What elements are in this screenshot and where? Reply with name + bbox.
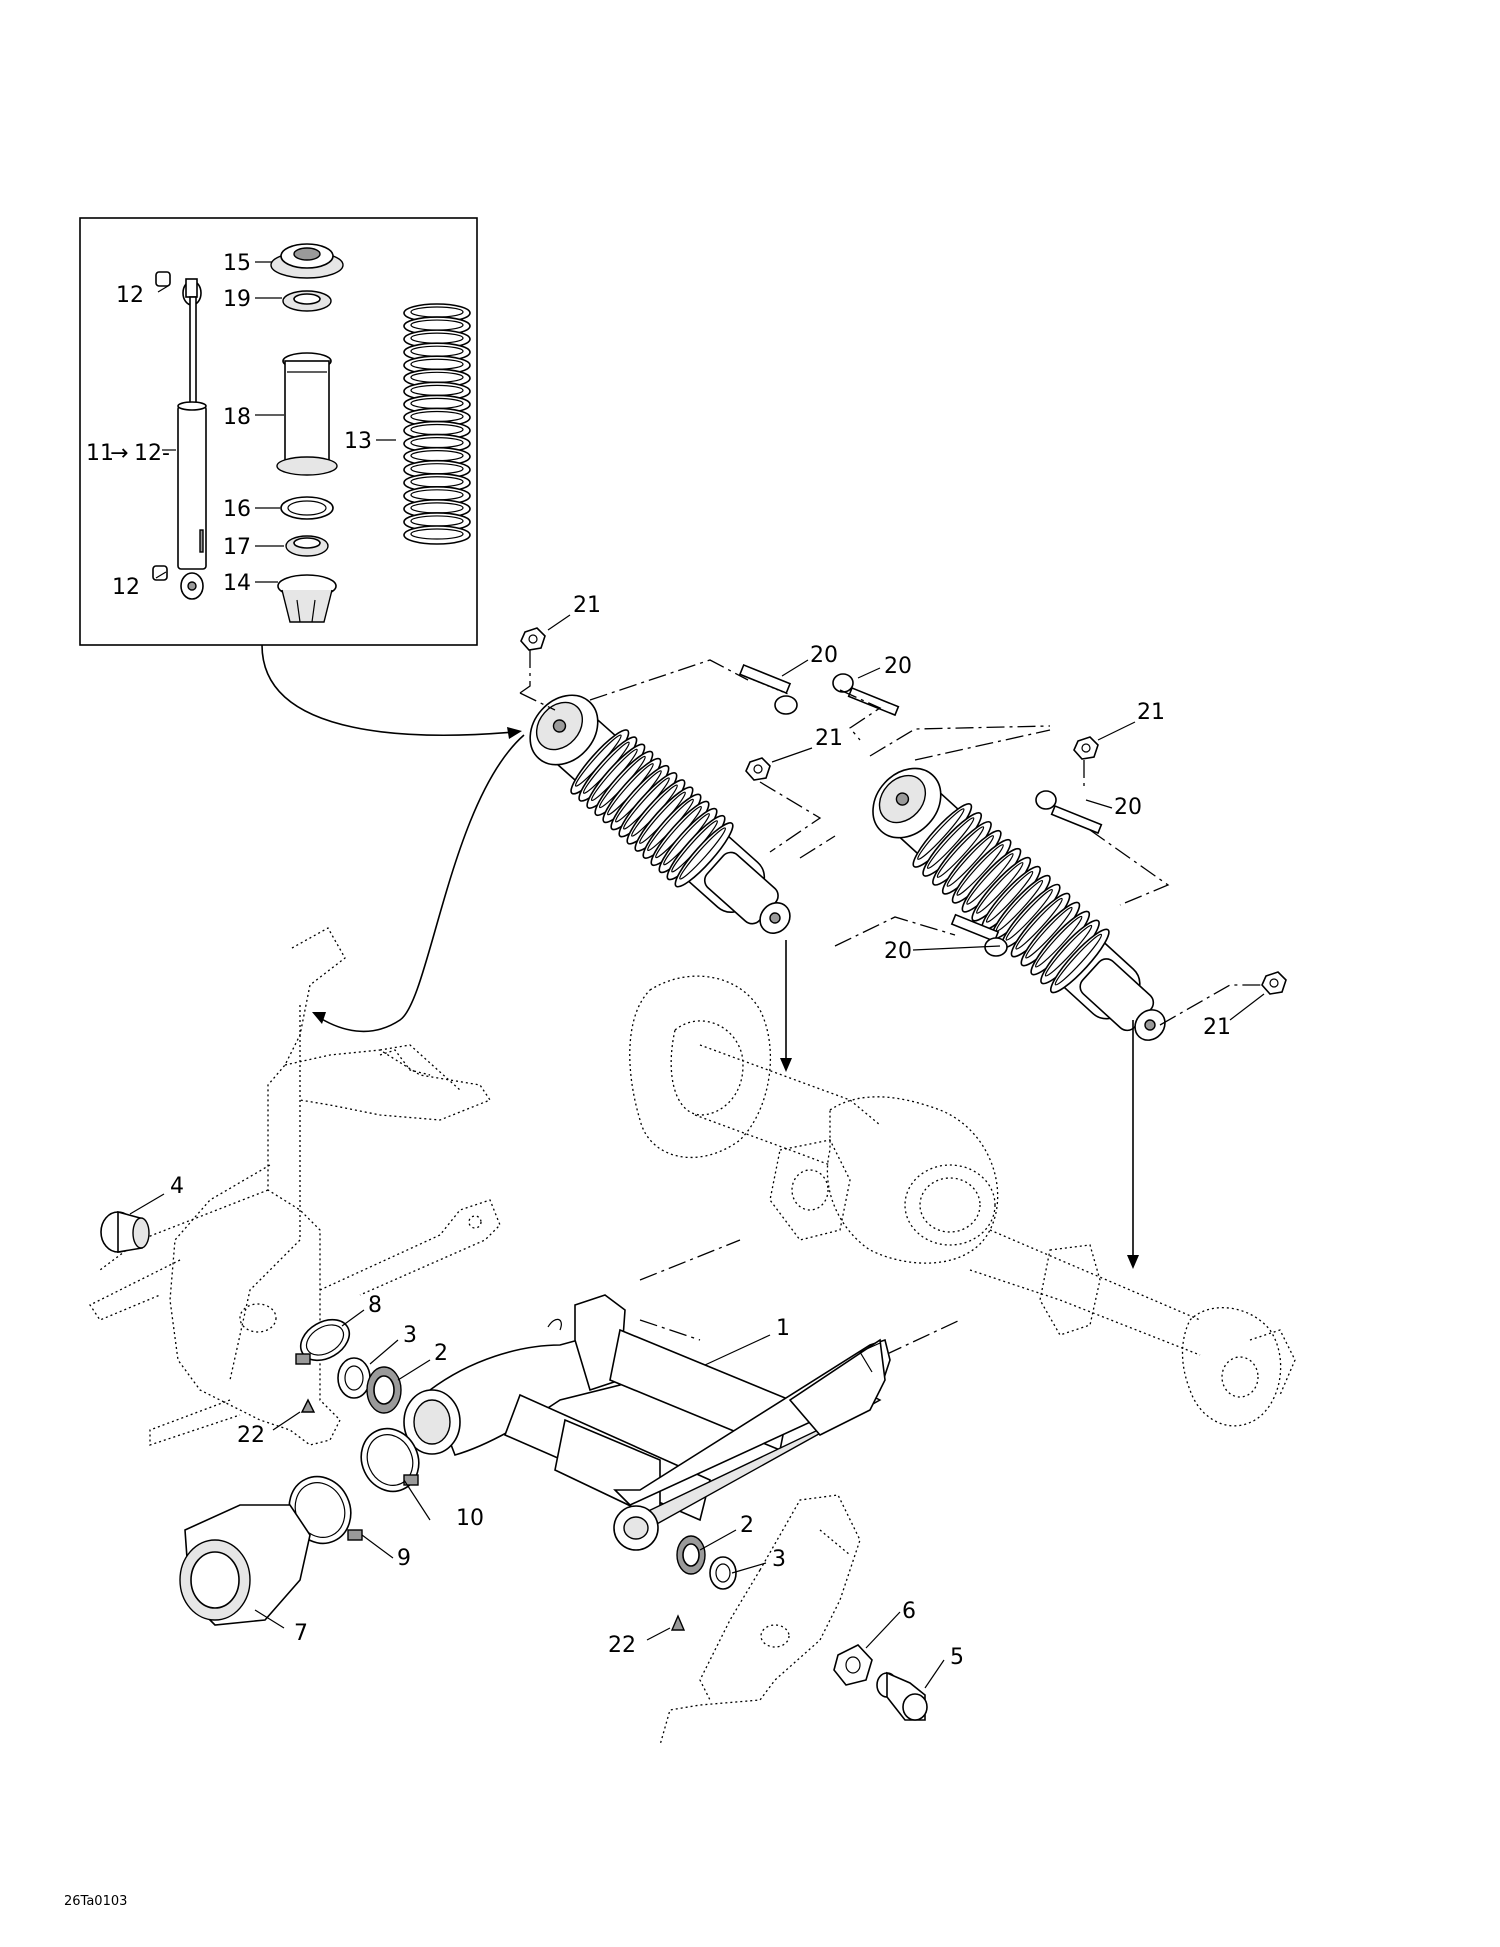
bolt-20-c	[1035, 790, 1103, 835]
damper-body-part	[177, 278, 207, 600]
callout-1: 1	[776, 1316, 790, 1341]
cap-4	[100, 1210, 150, 1253]
inset-shock-breakdown	[79, 217, 478, 646]
diagram-code: 26Ta0103	[64, 1894, 127, 1909]
callout-9: 9	[397, 1546, 411, 1571]
keeper-19	[282, 290, 332, 312]
callout-12: 12	[112, 575, 140, 600]
leader-lines	[129, 261, 1265, 1689]
arrow-head	[780, 1058, 792, 1072]
callout-12: 12-	[134, 441, 170, 466]
callout-21: 21	[1203, 1015, 1231, 1040]
nut-21-d	[1261, 971, 1287, 995]
arrow-glyph: →	[110, 441, 128, 466]
callout-16: 16	[223, 497, 251, 522]
callout-21: 21	[573, 593, 601, 618]
callout-22: 22	[237, 1423, 265, 1448]
callout-12: 12	[116, 283, 144, 308]
callout-20: 20	[1114, 795, 1142, 820]
callout-15: 15	[223, 251, 251, 276]
callout-8: 8	[368, 1293, 382, 1318]
grease-fitting-22-a	[300, 1398, 316, 1413]
vehicle-frame	[89, 927, 861, 1746]
clamp-8	[295, 1318, 351, 1365]
spring-retainer-15	[270, 243, 344, 279]
bolt-20-b	[832, 673, 900, 717]
nut-21-a	[520, 627, 546, 651]
callout-7: 7	[294, 1621, 308, 1646]
washer-6	[833, 1644, 873, 1686]
bearing-2-b	[676, 1535, 706, 1575]
washer-3-b	[709, 1556, 737, 1590]
swing-arm-1	[403, 1294, 891, 1551]
arrow-head	[312, 1012, 326, 1024]
callout-19: 19	[223, 287, 251, 312]
callout-2: 2	[434, 1341, 448, 1366]
washer-3-a	[337, 1357, 371, 1399]
callout-6: 6	[902, 1599, 916, 1624]
callout-3: 3	[772, 1547, 786, 1572]
callout-11: 11	[86, 441, 114, 466]
alignment-lines	[519, 650, 1262, 1356]
collar-17	[285, 535, 329, 557]
bushing-5	[876, 1671, 928, 1721]
bump-sleeve-18	[276, 352, 338, 476]
callout-17: 17	[223, 535, 251, 560]
bolt-12-bottom	[152, 565, 168, 581]
coil-spring-13	[403, 303, 471, 545]
callout-20: 20	[884, 654, 912, 679]
nut-21-b	[745, 757, 771, 781]
callout-3: 3	[403, 1323, 417, 1348]
nut-21-c	[1073, 736, 1099, 760]
grease-fitting-22-b	[670, 1614, 686, 1631]
callout-13: 13	[344, 429, 372, 454]
callout-5: 5	[950, 1645, 964, 1670]
bolt-12-top	[155, 271, 171, 287]
inset-frame	[79, 217, 478, 646]
bolt-20-d	[950, 913, 1008, 957]
callout-18: 18	[223, 405, 251, 430]
spring-seat-14	[277, 574, 337, 623]
arrow-head	[507, 727, 522, 739]
callout-10: 10	[456, 1506, 484, 1531]
callout-20: 20	[884, 939, 912, 964]
clamp-10	[360, 1427, 420, 1493]
ring-16	[280, 496, 334, 520]
callout-labels: 12 15 19 18 13 11 → 12- 16 17 12 14 21 2…	[86, 251, 1231, 1670]
shock-absorber-left	[529, 694, 791, 934]
inset-leader-curve	[261, 644, 516, 736]
callout-4: 4	[170, 1174, 184, 1199]
callout-21: 21	[815, 726, 843, 751]
callout-20: 20	[810, 643, 838, 668]
boot-7	[179, 1504, 311, 1626]
callout-2: 2	[740, 1513, 754, 1538]
callout-21: 21	[1137, 700, 1165, 725]
arrow-head	[1127, 1255, 1139, 1269]
shock-to-frame-curve	[319, 734, 525, 1033]
rear-axle	[629, 975, 1296, 1427]
callout-22: 22	[608, 1633, 636, 1658]
callout-14: 14	[223, 571, 251, 596]
bearing-2-a	[366, 1366, 402, 1414]
bolt-20-a	[738, 663, 798, 715]
